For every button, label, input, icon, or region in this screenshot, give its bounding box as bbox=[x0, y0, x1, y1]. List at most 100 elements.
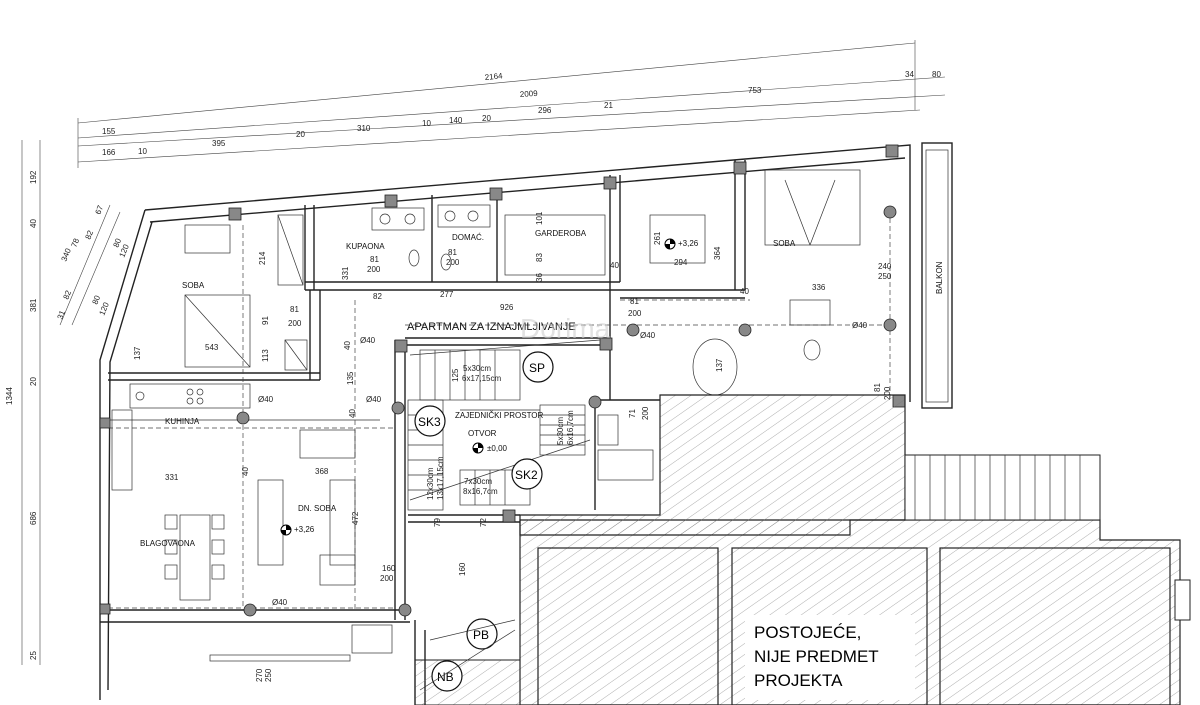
level-dn-soba: +3,26 bbox=[294, 525, 315, 534]
room-labels: SOBA KUPAONA DOMAĆ. GARDEROBA SOBA BALKO… bbox=[140, 229, 944, 548]
d-91: 91 bbox=[261, 316, 270, 325]
dim-82b: 82 bbox=[62, 289, 74, 301]
dim-80: 80 bbox=[932, 70, 941, 79]
d-277: 277 bbox=[440, 290, 454, 299]
level-symbols bbox=[280, 238, 676, 536]
note-line-2: NIJE PREDMET bbox=[754, 647, 879, 666]
d-137b: 137 bbox=[715, 358, 724, 372]
d-36: 36 bbox=[535, 273, 544, 282]
d-200f: 200 bbox=[641, 406, 650, 420]
marker-sk2-circle bbox=[511, 458, 543, 490]
o40-b: Ø40 bbox=[640, 331, 656, 340]
d-261: 261 bbox=[653, 231, 662, 245]
d-240: 240 bbox=[878, 262, 892, 271]
dim-192: 192 bbox=[29, 170, 38, 184]
furniture bbox=[111, 169, 861, 654]
level-zajednicki: ±0,00 bbox=[487, 444, 508, 453]
stair4-b: 13x17,15cm bbox=[436, 456, 445, 500]
d-79: 79 bbox=[433, 518, 442, 527]
stair1-b: 6x17,15cm bbox=[462, 374, 501, 383]
dim-20b: 20 bbox=[482, 114, 491, 123]
d-71: 71 bbox=[628, 409, 637, 418]
room-otvor: OTVOR bbox=[468, 429, 497, 438]
interior-walls bbox=[108, 160, 891, 705]
columns bbox=[99, 144, 906, 617]
note-line-1: POSTOJEĆE, bbox=[754, 623, 861, 642]
d-81a: 81 bbox=[370, 255, 379, 264]
d-200e: 200 bbox=[883, 386, 892, 400]
d-137a: 137 bbox=[133, 346, 142, 360]
d-135: 135 bbox=[346, 371, 355, 385]
dim-25: 25 bbox=[29, 651, 38, 660]
marker-sp: SP bbox=[529, 361, 545, 375]
dim-155: 155 bbox=[102, 127, 116, 136]
d-101: 101 bbox=[535, 211, 544, 225]
watermark: Dorima bbox=[520, 313, 611, 344]
room-soba-right: SOBA bbox=[773, 239, 796, 248]
dim-20a: 20 bbox=[296, 130, 305, 139]
stair3-a: 7x30cm bbox=[464, 477, 492, 486]
stair3-b: 8x16,7cm bbox=[463, 487, 498, 496]
d-270: 270 bbox=[255, 668, 264, 682]
dim-31: 31 bbox=[56, 309, 68, 321]
d-250b: 250 bbox=[264, 668, 273, 682]
o40-f: Ø40 bbox=[272, 598, 288, 607]
dim-166: 166 bbox=[102, 148, 116, 157]
d-214: 214 bbox=[258, 251, 267, 265]
d-81e: 81 bbox=[873, 383, 882, 392]
room-apartman: APARTMAN ZA IZNAJMLJIVANJE bbox=[407, 321, 576, 333]
dim-753: 753 bbox=[748, 86, 762, 95]
dim-686: 686 bbox=[29, 511, 38, 525]
dim-310: 310 bbox=[357, 124, 371, 133]
dim-20: 20 bbox=[29, 377, 38, 386]
d-200d: 200 bbox=[628, 309, 642, 318]
d-364: 364 bbox=[713, 246, 722, 260]
d-40e: 40 bbox=[348, 409, 357, 418]
d-336: 336 bbox=[812, 283, 826, 292]
dim-78: 78 bbox=[70, 237, 82, 249]
d-200c: 200 bbox=[288, 319, 302, 328]
dim-10b: 10 bbox=[138, 147, 147, 156]
marker-sp-circle bbox=[522, 351, 554, 383]
dim-10: 10 bbox=[422, 119, 431, 128]
room-kupaona: KUPAONA bbox=[346, 242, 385, 251]
dim-381: 381 bbox=[29, 298, 38, 312]
d-82: 82 bbox=[373, 292, 382, 301]
d-40c: 40 bbox=[343, 341, 352, 350]
room-soba-left: SOBA bbox=[182, 281, 205, 290]
markers: SP SK3 SK2 PB NB bbox=[414, 351, 554, 692]
level-apartman: +3,26 bbox=[678, 239, 699, 248]
d-294: 294 bbox=[674, 258, 688, 267]
d-200g: 200 bbox=[380, 574, 394, 583]
d-160: 160 bbox=[382, 564, 396, 573]
stair4-a: 12x30cm bbox=[426, 467, 435, 500]
dim-2164: 2164 bbox=[484, 71, 503, 82]
d-125: 125 bbox=[451, 368, 460, 382]
dim-80a: 80 bbox=[112, 237, 124, 249]
d-83: 83 bbox=[535, 253, 544, 262]
d-543: 543 bbox=[205, 343, 219, 352]
marker-pb-circle bbox=[466, 618, 498, 650]
dim-1344: 1344 bbox=[5, 387, 14, 405]
dim-340: 340 bbox=[60, 246, 74, 262]
note-line-3: PROJEKTA bbox=[754, 671, 843, 690]
dim-40: 40 bbox=[29, 219, 38, 228]
d-81c: 81 bbox=[290, 305, 299, 314]
d-72: 72 bbox=[479, 518, 488, 527]
d-81b: 81 bbox=[448, 248, 457, 257]
dim-395: 395 bbox=[212, 139, 226, 148]
d-472: 472 bbox=[351, 511, 360, 525]
dim-82a: 82 bbox=[84, 229, 96, 241]
d-200b: 200 bbox=[446, 258, 460, 267]
stair2-b: 6x16,7cm bbox=[566, 410, 575, 445]
d-926: 926 bbox=[500, 303, 514, 312]
top-dimensions: 2164 2009 34 80 155 20 310 10 140 20 296… bbox=[77, 40, 946, 168]
dim-34: 34 bbox=[905, 70, 914, 79]
dim-80b: 80 bbox=[91, 294, 103, 306]
left-dimensions: 1344 192 40 381 20 686 25 340 78 82 67 8… bbox=[5, 140, 131, 665]
room-kuhinja: KUHINJA bbox=[165, 417, 200, 426]
stair2-a: 5x30cm bbox=[556, 417, 565, 445]
d-40d: 40 bbox=[241, 467, 250, 476]
room-dn-soba: DN. SOBA bbox=[298, 504, 337, 513]
